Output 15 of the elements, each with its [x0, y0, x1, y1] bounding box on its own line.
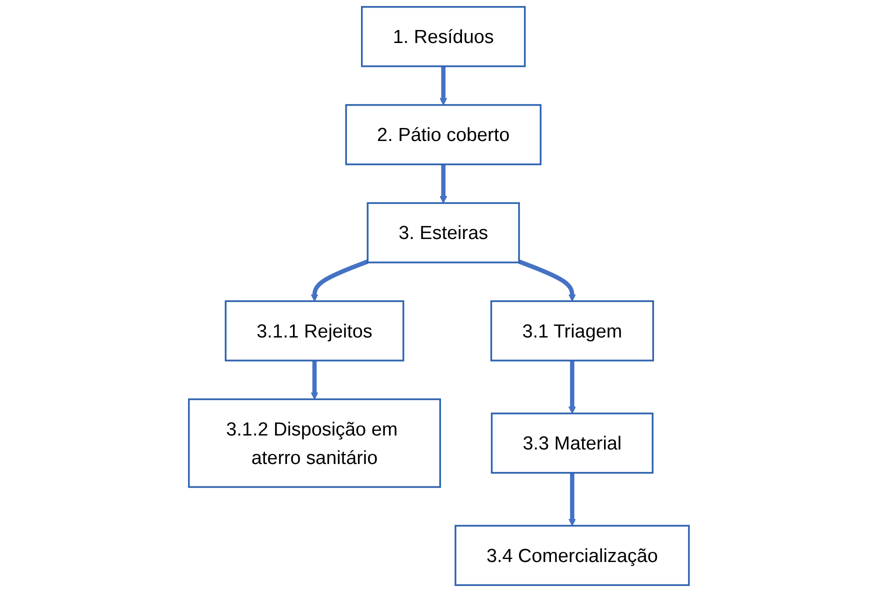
node-box: 3. Esteiras: [366, 202, 520, 264]
arrow: [439, 66, 447, 106]
node-box: 3.4 Comercialização: [454, 524, 690, 586]
node-box: 2. Pátio coberto: [344, 104, 542, 166]
node-box: 3.3 Material: [490, 412, 654, 474]
node-box: 1. Resíduos: [360, 6, 526, 68]
arrow: [568, 472, 576, 526]
node-box: 3.1.1 Rejeitos: [224, 300, 404, 362]
arrow: [310, 360, 318, 400]
node-box: 3.1.2 Disposição em aterro sanitário: [188, 398, 441, 488]
arrow: [518, 260, 576, 302]
arrow: [568, 360, 576, 414]
arrow: [439, 164, 447, 204]
arrow: [310, 260, 368, 302]
node-box: 3.1 Triagem: [490, 300, 654, 362]
